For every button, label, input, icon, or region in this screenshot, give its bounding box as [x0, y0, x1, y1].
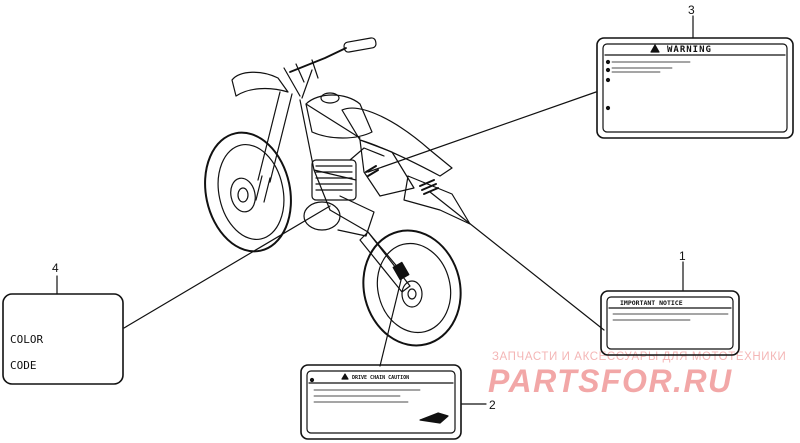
leader-line-4 — [123, 205, 331, 329]
chain-tool-icon — [419, 412, 449, 424]
color-code-label: COLOR CODE — [2, 293, 124, 385]
watermark-brand: PARTSFOR.RU — [488, 363, 733, 399]
warning-triangle-icon — [650, 44, 660, 53]
callout-number-2: 2 — [489, 398, 496, 412]
rear-wheel — [362, 229, 462, 347]
front-wheel — [204, 131, 292, 253]
front-fork — [255, 91, 293, 203]
warning-label: WARNING — [596, 37, 794, 139]
engine — [303, 147, 385, 237]
watermark: ЗАПЧАСТИ И АКСЕССУАРЫ ДЛЯ МОТОТЕХНИКИ PA… — [488, 351, 786, 399]
watermark-caption: ЗАПЧАСТИ И АКСЕССУАРЫ ДЛЯ МОТОТЕХНИКИ — [492, 351, 786, 363]
drive-chain-caution-label-title: DRIVE CHAIN CAUTION — [352, 375, 409, 381]
color-code-label-line-1: COLOR — [10, 333, 43, 346]
front-fender — [231, 71, 289, 97]
frame — [299, 99, 401, 271]
color-code-label-line-2: CODE — [10, 359, 37, 372]
leader-line-1 — [429, 191, 605, 331]
leader-line-2 — [379, 275, 403, 367]
drive-chain-caution-label: DRIVE CHAIN CAUTION — [300, 364, 462, 440]
fuel-cap — [320, 92, 340, 104]
warning-label-title: WARNING — [667, 45, 712, 55]
rear-fender — [403, 175, 471, 225]
motorcycle-illustration — [204, 37, 471, 347]
seat — [341, 107, 453, 177]
important-notice-label-title: IMPORTANT NOTICE — [620, 299, 683, 307]
side-cover — [359, 139, 415, 197]
fender-stripes — [419, 179, 439, 195]
handlebar — [283, 37, 377, 99]
leader-line-3 — [367, 91, 597, 173]
fuel-tank — [305, 94, 373, 139]
chain-caution-sticker — [392, 261, 410, 281]
callout-number-4: 4 — [52, 261, 59, 275]
tank-stripes — [365, 165, 379, 177]
important-notice-label: IMPORTANT NOTICE — [600, 290, 740, 356]
callout-number-3: 3 — [688, 3, 695, 17]
caution-triangle-icon — [341, 373, 349, 380]
callout-number-1: 1 — [679, 249, 686, 263]
leader-lines — [56, 15, 694, 405]
